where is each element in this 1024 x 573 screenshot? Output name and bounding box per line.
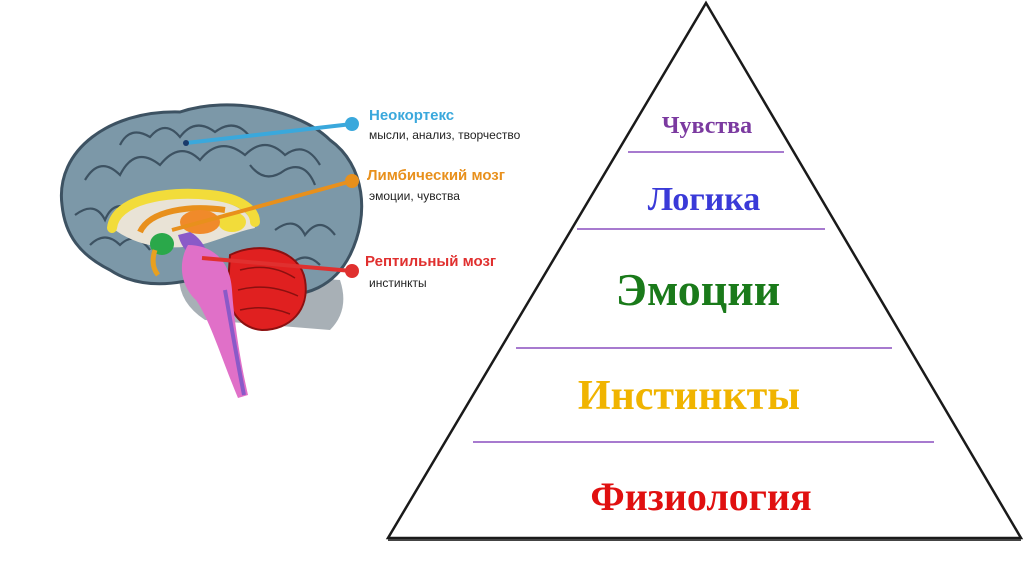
pyramid-outline [385, 0, 1024, 540]
neocortex-leader [185, 122, 353, 145]
reptilian-title: Рептильный мозг [365, 253, 497, 270]
limbic-leader [171, 179, 353, 232]
reptilian-dot [345, 264, 359, 278]
neocortex-dot [345, 117, 359, 131]
cerebellum-folds [237, 266, 299, 315]
brainstem-shape [181, 245, 248, 398]
limbic-desc: эмоции, чувства [369, 189, 460, 203]
pyramid-dividers [473, 151, 934, 443]
level-instincts: Инстинкты [577, 373, 801, 419]
level-emotions: Эмоции [615, 264, 781, 315]
limbic-inner [137, 205, 226, 234]
level-logic: Логика [647, 181, 761, 218]
brainstem-back [223, 289, 246, 396]
neocortex-title: Неокортекс [369, 107, 455, 124]
limbic-title: Лимбический мозг [367, 167, 506, 184]
limbic-dot [345, 174, 359, 188]
reptilian-leader [201, 256, 353, 273]
level-physiology: Физиология [590, 474, 812, 519]
pituitary-stalk [150, 249, 161, 277]
neocortex-end [183, 140, 189, 146]
neocortex-desc: мысли, анализ, творчество [369, 128, 521, 142]
level-feelings: Чувства [661, 113, 753, 139]
amygdala-shape [150, 233, 174, 255]
reptilian-desc: инстинкты [369, 276, 427, 290]
